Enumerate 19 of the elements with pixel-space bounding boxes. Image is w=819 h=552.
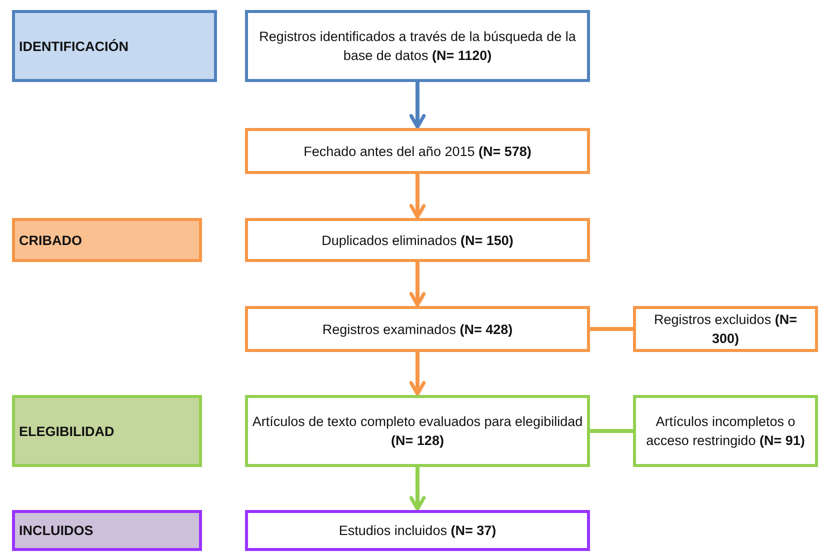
connector-line bbox=[590, 327, 633, 331]
stage-box: ELEGIBILIDAD bbox=[12, 395, 202, 467]
arrow bbox=[409, 262, 426, 307]
process-box: Estudios incluidos (N= 37) bbox=[245, 510, 590, 551]
process-box: Registros identificados a través de la búsqueda de la base de datos (N= 1120) bbox=[245, 10, 590, 82]
process-box: Artículos incompletos o acceso restringido (N= 91) bbox=[633, 395, 818, 467]
process-box: Fechado antes del año 2015 (N= 578) bbox=[245, 128, 590, 174]
arrow bbox=[409, 174, 426, 219]
process-box: Artículos de texto completo evaluados para elegibilidad (N= 128) bbox=[245, 395, 590, 467]
process-box: Registros examinados (N= 428) bbox=[245, 306, 590, 352]
process-box: Registros excluidos (N= 300) bbox=[633, 306, 818, 352]
stage-box: IDENTIFICACIÓN bbox=[12, 10, 217, 82]
arrow bbox=[409, 467, 426, 511]
stage-box: INCLUIDOS bbox=[12, 510, 202, 551]
stage-box: CRIBADO bbox=[12, 218, 202, 262]
connector-line bbox=[590, 429, 633, 433]
arrow bbox=[409, 352, 426, 396]
arrow bbox=[409, 82, 426, 129]
process-box: Duplicados eliminados (N= 150) bbox=[245, 218, 590, 262]
